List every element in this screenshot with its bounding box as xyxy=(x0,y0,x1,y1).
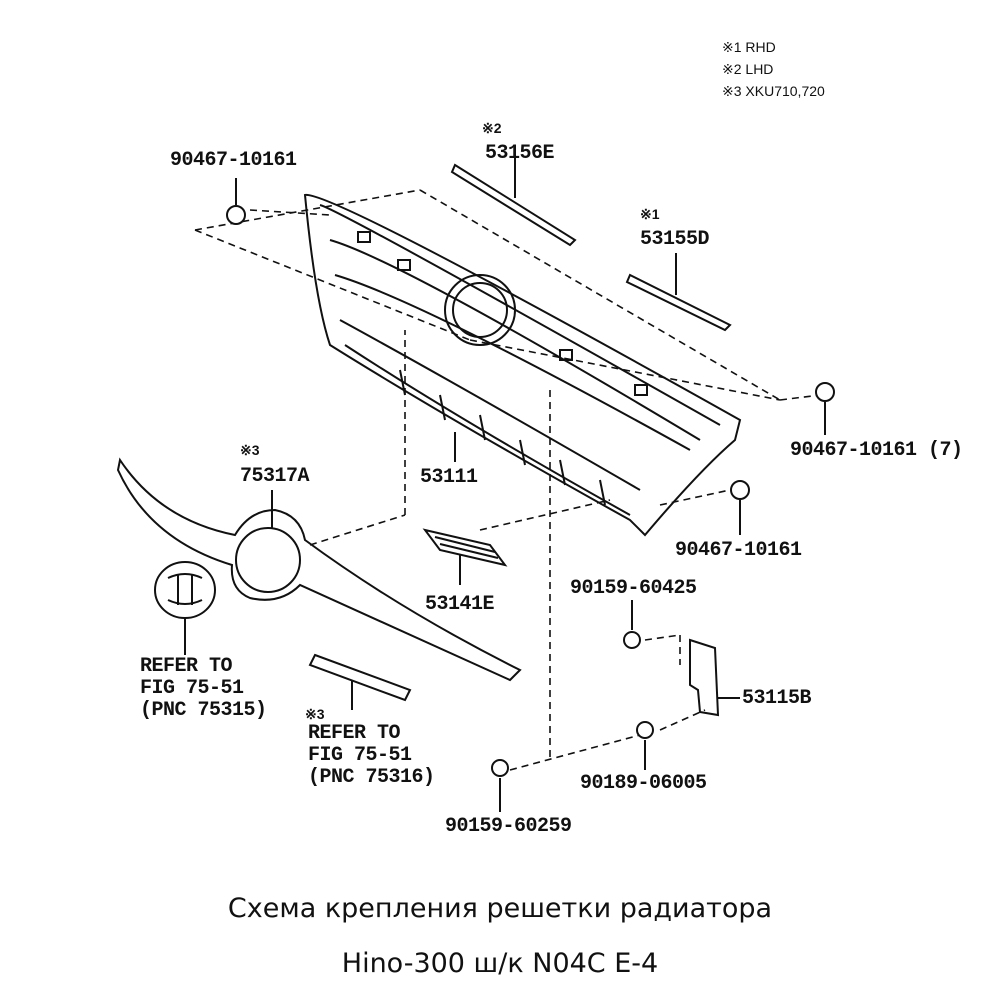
note-mark-garnish: ※3 xyxy=(240,442,260,458)
refer-nameplate-line: REFER TO xyxy=(308,722,401,745)
grille-53111-drawing xyxy=(303,193,742,537)
note-mark-lhd: ※2 xyxy=(482,120,502,136)
legend: ※1 RHD ※2 LHD ※3 XKU710,720 xyxy=(722,36,825,102)
refer-emblem-line: (PNC 75315) xyxy=(140,699,267,722)
part-label-screw-lower-right: 90189-06005 xyxy=(580,772,707,795)
note-mark-rhd: ※1 xyxy=(640,206,660,222)
caption-subtitle: Hino-300 ш/к N04C E-4 xyxy=(341,948,659,979)
insert-53141e-drawing xyxy=(422,528,508,585)
refer-emblem-line: REFER TO xyxy=(140,655,233,678)
part-label-molding-rhd: 53155D xyxy=(640,228,710,251)
dashed-guides xyxy=(194,189,821,771)
garnish-75317a-drawing xyxy=(116,457,522,682)
refer-nameplate-line: (PNC 75316) xyxy=(308,766,435,789)
caption-title: Схема крепления решетки радиатора xyxy=(227,893,773,924)
note-mark-nameplate: ※3 xyxy=(305,706,325,722)
refer-emblem-note: REFER TO FIG 75-51 (PNC 75315) xyxy=(140,656,267,722)
part-label-clip-right: 90467-10161 (7) xyxy=(790,439,963,462)
part-label-screw-bottom: 90159-60259 xyxy=(445,815,572,838)
emblem-drawing xyxy=(154,561,216,655)
legend-item-xku: ※3 XKU710,720 xyxy=(722,83,825,99)
bracket-53115b-drawing xyxy=(689,638,740,717)
legend-item-lhd: ※2 LHD xyxy=(722,61,774,77)
nameplate-drawing xyxy=(308,653,412,710)
part-label-molding-lhd: 53156E xyxy=(485,142,555,165)
molding-53156e-drawing xyxy=(450,163,577,247)
refer-nameplate-line: FIG 75-51 xyxy=(308,744,412,767)
part-label-grille-insert: 53141E xyxy=(425,593,495,616)
legend-item-rhd: ※1 RHD xyxy=(722,39,776,55)
part-label-screw-upper: 90159-60425 xyxy=(570,577,697,600)
part-label-bracket: 53115B xyxy=(742,687,812,710)
part-label-garnish: 75317A xyxy=(240,465,310,488)
refer-nameplate-note: REFER TO FIG 75-51 (PNC 75316) xyxy=(308,723,435,789)
fasteners xyxy=(226,148,835,812)
part-label-grille: 53111 xyxy=(420,466,478,489)
molding-53155d-drawing xyxy=(625,273,732,332)
refer-emblem-line: FIG 75-51 xyxy=(140,677,244,700)
part-label-clip-lower-right: 90467-10161 xyxy=(675,539,802,562)
part-label-clip-top-left: 90467-10161 xyxy=(170,149,297,172)
